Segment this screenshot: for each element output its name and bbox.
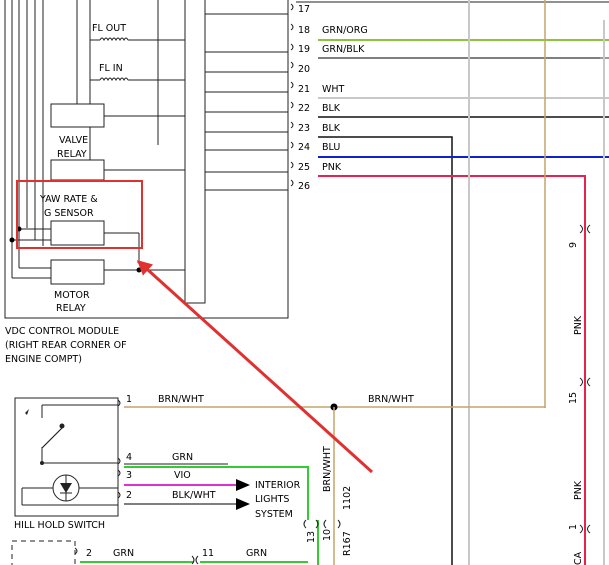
switch-pin-3: 3	[126, 470, 132, 481]
connector-9-icon	[579, 224, 591, 234]
connector-1102-label: 1102	[342, 486, 353, 510]
switch-pin-4: 4	[126, 452, 132, 463]
pin-25: 25	[298, 162, 310, 173]
connector-terminal-icon	[290, 3, 294, 187]
wire-brn-wht-horizontal	[124, 406, 546, 408]
module-sub-box	[50, 159, 105, 181]
yaw-rate-sensor-box	[50, 220, 105, 246]
vertical-connectors: BRN/WHT 1102 13 10 R167	[303, 407, 353, 565]
bottom-wire-grn-left: GRN	[113, 548, 134, 559]
inline-connector-icon	[303, 519, 341, 529]
r167-label: R167	[342, 531, 353, 556]
connector-10-label: 10	[322, 529, 333, 541]
switch-pin-1: 1	[126, 394, 132, 405]
pin-18: 18	[298, 25, 310, 36]
highlight-arrow	[136, 259, 374, 474]
fl-out-label: FL OUT	[92, 23, 126, 34]
switch-pin-2: 2	[126, 490, 132, 501]
wire-pnk	[318, 175, 586, 565]
yaw-rate-label-2: G SENSOR	[44, 208, 94, 219]
connector-15-label: 15	[568, 392, 579, 404]
splice-dot	[9, 237, 15, 243]
vertical-wire-label: BRN/WHT	[322, 446, 333, 492]
pin-22: 22	[298, 103, 310, 114]
wire-pnk-label: PNK	[322, 162, 342, 173]
hill-hold-switch-title: HILL HOLD SWITCH	[14, 520, 105, 531]
vdc-control-module: FL OUT FL IN VALVE RELAY YAW RATE & G SE…	[4, 0, 289, 319]
bottom-pin-2: 2	[86, 548, 92, 559]
pin-20: 20	[298, 64, 310, 75]
wire-wht-label: WHT	[322, 84, 345, 95]
hill-hold-switch: HILL HOLD SWITCH 1 BRN/WHT 4 GRN 3 VIO 2…	[14, 394, 546, 531]
module-caption-2: (RIGHT REAR CORNER OF	[5, 340, 127, 351]
interior-lights-2: LIGHTS	[255, 494, 289, 505]
motor-relay-box	[50, 259, 105, 285]
pin-26: 26	[298, 181, 310, 192]
wire-green	[124, 466, 309, 520]
switch-lever-icon	[41, 427, 63, 449]
valve-relay-label-2: RELAY	[57, 149, 87, 160]
switch-terminal-icon	[117, 399, 121, 499]
switch-wire-blk-wht: BLK/WHT	[172, 490, 216, 501]
switch-wire-vio: VIO	[174, 470, 191, 481]
pnk-label-upper: PNK	[573, 315, 584, 335]
pin-24: 24	[298, 142, 310, 153]
motor-relay-label-2: RELAY	[56, 303, 86, 314]
connector-1-label: 1	[568, 524, 579, 530]
wire-blk-label: BLK	[322, 103, 341, 114]
switch-wire-brn-wht: BRN/WHT	[158, 394, 204, 405]
module-connector: 17 18 GRN/ORG 19 GRN/BLK 20 21 WHT 22 BL…	[290, 3, 368, 192]
vio-arrow-icon	[236, 479, 250, 491]
connector-9-label: 9	[568, 242, 579, 248]
blk-wht-arrow-icon	[236, 498, 250, 510]
interior-lights-3: SYSTEM	[255, 509, 293, 520]
wire-blk-label: BLK	[322, 123, 341, 134]
module-caption-1: VDC CONTROL MODULE	[5, 326, 119, 337]
bottom-component-outline	[11, 540, 76, 565]
bottom-connector-icon	[191, 555, 199, 565]
connector-13-label: 13	[306, 531, 317, 543]
pin-17: 17	[298, 4, 310, 15]
highlight-box	[16, 180, 143, 249]
hill-hold-switch-box	[14, 397, 119, 517]
right-connectors: 9 PNK 15 PNK 1 CA	[568, 224, 591, 565]
switch-wire-grn: GRN	[172, 452, 193, 463]
pin-19: 19	[298, 44, 310, 55]
module-outline	[4, 0, 289, 319]
bottom-pin-11: 11	[202, 548, 214, 559]
connector-15-icon	[579, 377, 591, 387]
bottom-row: 2 GRN 11 GRN	[11, 540, 308, 565]
partial-label: CA	[573, 551, 584, 565]
module-inner-box	[184, 0, 206, 304]
interior-lights-1: INTERIOR	[255, 480, 301, 491]
splice-wire-label: BRN/WHT	[368, 394, 414, 405]
annotation	[16, 180, 374, 474]
fl-in-coil-icon	[99, 77, 129, 82]
module-caption-3: ENGINE COMPT)	[5, 354, 82, 365]
yaw-rate-label-1: YAW RATE &	[39, 194, 98, 205]
pin-21: 21	[298, 84, 310, 95]
wire-grn-blk-label: GRN/BLK	[322, 44, 365, 55]
wire-blu-label: BLU	[322, 142, 340, 153]
valve-relay-box	[50, 103, 105, 128]
motor-relay-label-1: MOTOR	[54, 290, 90, 301]
pin-23: 23	[298, 123, 310, 134]
pnk-label-lower: PNK	[573, 480, 584, 500]
wires	[296, 0, 609, 565]
bottom-wire-grn-right: GRN	[246, 548, 267, 559]
wire-grn-org-label: GRN/ORG	[322, 25, 368, 36]
valve-relay-label-1: VALVE	[59, 135, 88, 146]
connector-1-icon	[579, 524, 591, 534]
wire-blk-23	[318, 136, 453, 565]
fl-in-label: FL IN	[99, 63, 123, 74]
fl-out-coil-icon	[99, 37, 129, 42]
